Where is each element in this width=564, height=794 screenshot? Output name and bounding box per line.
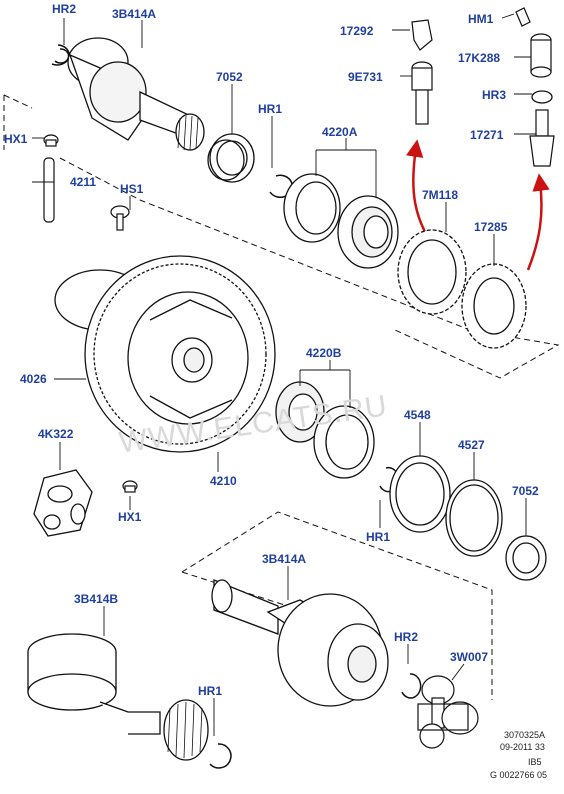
- label-3b414b: 3B414B: [74, 592, 119, 606]
- inner-cv-joint-top: [67, 37, 205, 151]
- footer-code-4: G 0022766 05: [490, 770, 548, 780]
- footer-code-3: IB5: [528, 757, 542, 767]
- label-3b414a-top: 3B414A: [112, 7, 157, 21]
- drive-gear-7m118: [397, 229, 467, 315]
- label-7052-bottom: 7052: [512, 484, 539, 498]
- label-17285: 17285: [474, 220, 508, 234]
- driven-gear-17285: [461, 263, 527, 349]
- label-7052-top: 7052: [216, 70, 243, 84]
- label-hs1: HS1: [120, 182, 144, 196]
- label-4220b: 4220B: [306, 346, 342, 360]
- label-4211: 4211: [70, 175, 97, 189]
- label-3w007: 3W007: [450, 650, 489, 664]
- bearing-4220b: [275, 381, 375, 479]
- pin-hm1: [515, 7, 531, 27]
- hr2-snap-ring-top: [51, 44, 70, 66]
- oil-seal-bottom: [505, 535, 547, 581]
- oil-seal-top: [207, 133, 255, 183]
- label-hr1-bottom: HR1: [198, 684, 223, 698]
- driven-gear-17271: [529, 109, 555, 167]
- hs1-screw: [110, 205, 130, 231]
- label-7m118: 7M118: [422, 188, 459, 202]
- hr2-snap-ring-bottom: [401, 673, 422, 699]
- shim-4548: [389, 455, 451, 533]
- label-4548: 4548: [404, 408, 431, 422]
- label-4220a: 4220A: [322, 125, 358, 139]
- label-hx1-bottom: HX1: [118, 510, 142, 524]
- label-hm1: HM1: [468, 12, 494, 26]
- tripod-spider-3w007: [417, 675, 479, 749]
- label-17271: 17271: [470, 128, 504, 142]
- label-4k322: 4K322: [38, 427, 74, 441]
- label-hr2-top: HR2: [52, 2, 77, 16]
- assembly-boundary-upper: [3, 94, 560, 379]
- label-hr1-top: HR1: [258, 102, 283, 116]
- differential-block-4k322: [33, 469, 93, 537]
- label-4527: 4527: [458, 438, 485, 452]
- label-4026: 4026: [20, 372, 47, 386]
- label-17k288: 17K288: [458, 51, 501, 65]
- label-9e731: 9E731: [348, 70, 383, 84]
- label-hr3: HR3: [482, 88, 507, 102]
- hx1-bolt-top: [43, 134, 59, 147]
- label-hx1-top: HX1: [4, 132, 28, 146]
- ring-hr3: [531, 90, 553, 104]
- footer-code-1: 3070325A: [504, 730, 546, 740]
- bearing-4220a: [283, 173, 399, 269]
- label-4210: 4210: [210, 474, 237, 488]
- bushing-17k288: [530, 33, 552, 78]
- hx1-bolt-bottom: [122, 480, 138, 493]
- clip-17292: [411, 19, 433, 51]
- pinion-shaft-4211: [43, 157, 55, 223]
- label-17292: 17292: [340, 24, 374, 38]
- inner-cv-joint-3b414b: [27, 633, 209, 761]
- label-hr2-bottom: HR2: [394, 630, 419, 644]
- shim-4527: [445, 479, 503, 557]
- footer-code-2: 09-2011 33: [500, 742, 545, 752]
- inner-cv-joint-bottom: [211, 579, 389, 707]
- differential-case: [54, 255, 276, 453]
- leader-lines: [32, 13, 536, 736]
- hr1-snap-ring-bottom: [209, 743, 232, 769]
- speed-sensor-9e731: [411, 61, 433, 125]
- label-hr1-mid: HR1: [366, 530, 391, 544]
- label-3b414a-bottom: 3B414A: [262, 552, 307, 566]
